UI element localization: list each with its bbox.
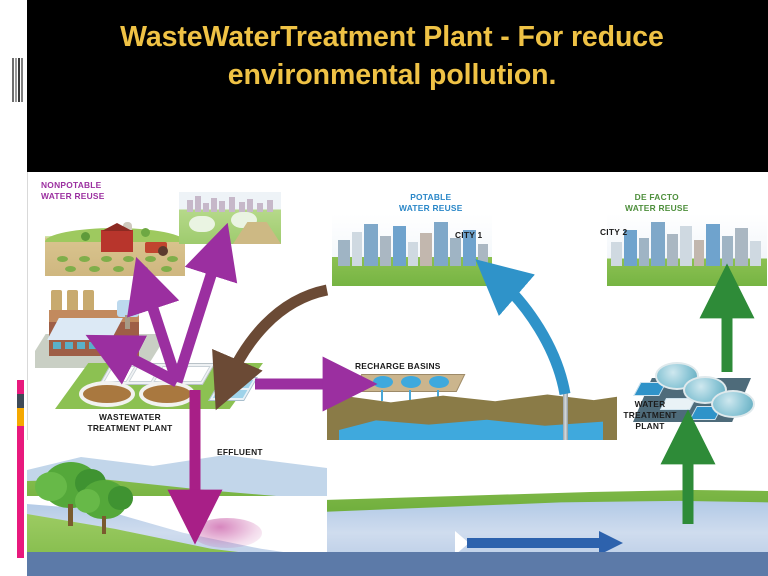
label-wastewater-treatment-plant: WASTEWATER TREATMENT PLANT bbox=[87, 412, 173, 434]
park-golf-course-illustration bbox=[179, 192, 281, 244]
water-reuse-diagram: NONPOTABLE WATER REUSE POTABLE WATER REU… bbox=[27, 172, 768, 576]
effluent-plume bbox=[192, 518, 262, 548]
tree-icon bbox=[74, 480, 133, 534]
wastewater-treatment-plant-illustration bbox=[55, 357, 263, 419]
water-treatment-plant-illustration bbox=[627, 362, 759, 436]
title-header-band bbox=[0, 0, 768, 172]
diagram-frame bbox=[27, 172, 768, 576]
city-1-illustration bbox=[332, 214, 492, 286]
farm-irrigation-illustration bbox=[45, 214, 185, 276]
label-city-1: CITY 1 bbox=[455, 230, 483, 240]
groundwater-well-icon bbox=[563, 386, 568, 478]
barcode-stripe-icon bbox=[12, 58, 25, 102]
city-2-illustration bbox=[607, 214, 767, 286]
label-potable-water-reuse: POTABLE WATER REUSE bbox=[399, 192, 463, 214]
label-water-treatment-plant: WATER TREATMENT PLANT bbox=[623, 399, 677, 431]
bottom-color-band bbox=[27, 552, 768, 576]
label-city-2: CITY 2 bbox=[600, 227, 628, 237]
label-de-facto-water-reuse: DE FACTO WATER REUSE bbox=[625, 192, 689, 214]
recharge-basins-illustration bbox=[352, 374, 466, 401]
accent-ruler-decoration bbox=[17, 380, 24, 558]
label-recharge-basins: RECHARGE BASINS bbox=[355, 361, 441, 371]
river-flow-arrow bbox=[455, 531, 637, 555]
page-title: WasteWaterTreatment Plant - For reduce e… bbox=[120, 21, 664, 92]
label-effluent: EFFLUENT bbox=[217, 447, 263, 457]
label-nonpotable-water-reuse: NONPOTABLE WATER REUSE bbox=[41, 180, 105, 202]
